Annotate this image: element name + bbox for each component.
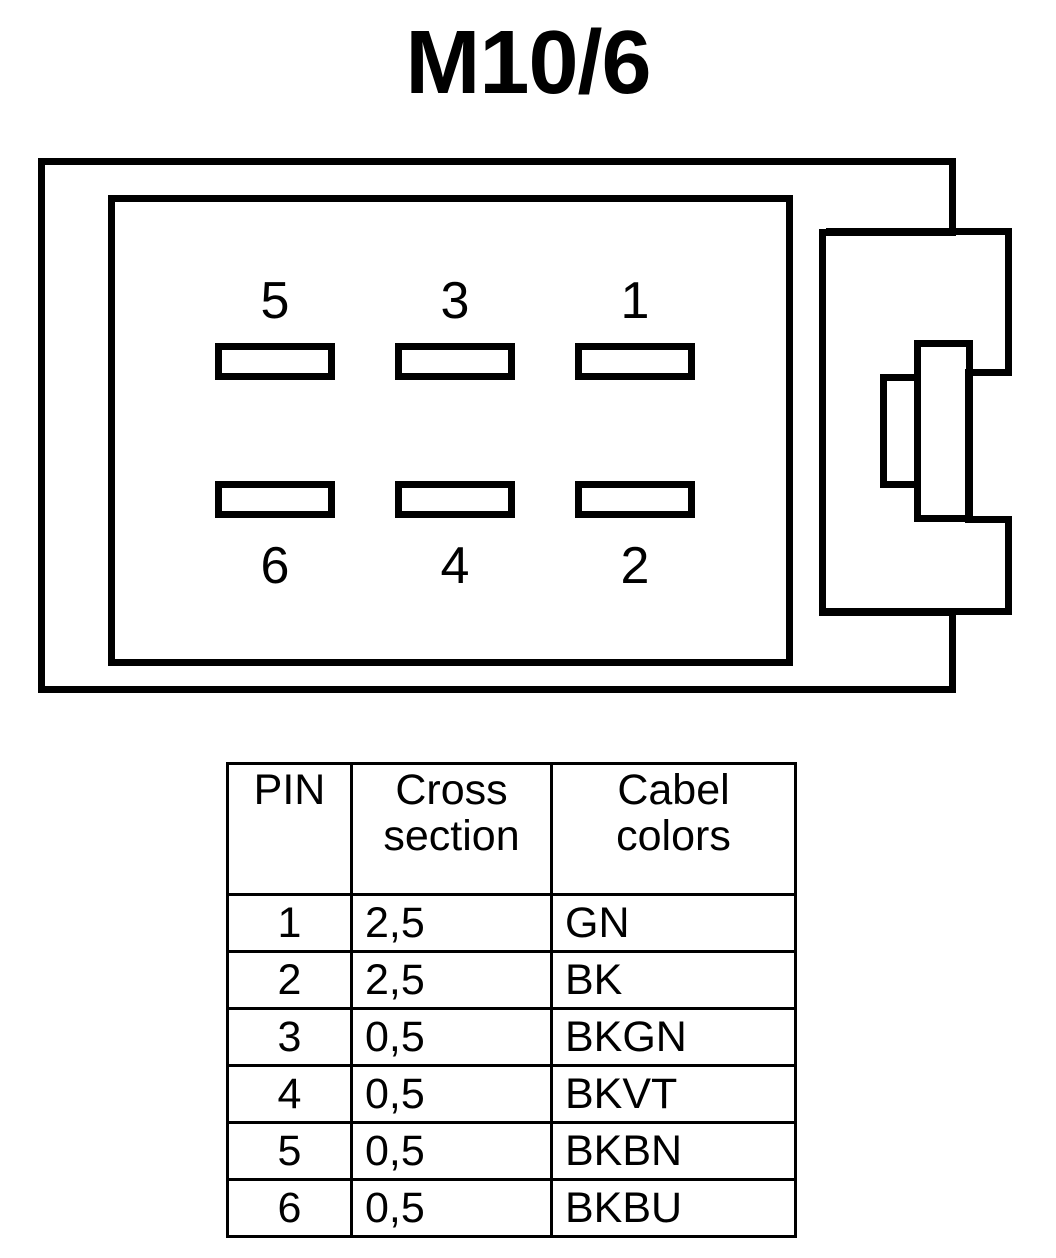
cell-pin-number: 1: [226, 893, 353, 953]
cell-cross-section: 0,5: [350, 1121, 553, 1181]
cell-pin-number: 5: [226, 1121, 353, 1181]
page-title: M10/6: [405, 13, 651, 113]
cell-cross-section: 0,5: [350, 1178, 553, 1238]
pin-number-4: 4: [441, 537, 470, 595]
column-header-cross-section-line2: section: [383, 812, 520, 861]
pin-number-1: 1: [621, 272, 650, 330]
cell-cable-color: BK: [550, 950, 797, 1010]
cell-pin-number: 3: [226, 1007, 353, 1067]
column-header-cross-section: Cross section: [350, 762, 553, 896]
connector-latch-small-tab: [880, 374, 921, 488]
cell-cable-color: GN: [550, 893, 797, 953]
column-header-cable-colors-line2: colors: [616, 812, 731, 861]
column-header-cable-colors: Cabel colors: [550, 762, 797, 896]
connector-latch-inner-tab: [914, 340, 973, 522]
cell-pin-number: 6: [226, 1178, 353, 1238]
cell-cable-color: BKBN: [550, 1121, 797, 1181]
cell-cross-section: 2,5: [350, 950, 553, 1010]
pin-slot-2: [575, 481, 695, 518]
pin-slot-1: [575, 343, 695, 380]
cell-cable-color: BKGN: [550, 1007, 797, 1067]
pin-slot-5: [215, 343, 335, 380]
cell-cross-section: 2,5: [350, 893, 553, 953]
column-header-pin: PIN: [226, 762, 353, 896]
pin-slot-6: [215, 481, 335, 518]
cell-cable-color: BKVT: [550, 1064, 797, 1124]
column-header-cross-section-line1: Cross: [395, 766, 508, 814]
pin-number-3: 3: [441, 272, 470, 330]
pin-number-5: 5: [261, 272, 290, 330]
pin-slot-4: [395, 481, 515, 518]
cell-pin-number: 4: [226, 1064, 353, 1124]
cell-cross-section: 0,5: [350, 1064, 553, 1124]
column-header-cable-colors-line1: Cabel: [617, 766, 730, 814]
pin-number-2: 2: [621, 537, 650, 595]
cell-cross-section: 0,5: [350, 1007, 553, 1067]
column-header-pin-label: PIN: [253, 766, 326, 814]
pin-slot-3: [395, 343, 515, 380]
connector-diagram: 5 3 1 6 4 2: [0, 140, 1056, 720]
pin-number-6: 6: [261, 537, 290, 595]
connector-outer-shell: [38, 158, 956, 693]
table-header-row: PIN Cross section Cabel colors: [226, 762, 797, 896]
cell-pin-number: 2: [226, 950, 353, 1010]
cell-cable-color: BKBU: [550, 1178, 797, 1238]
connector-inner-frame: [108, 195, 793, 666]
